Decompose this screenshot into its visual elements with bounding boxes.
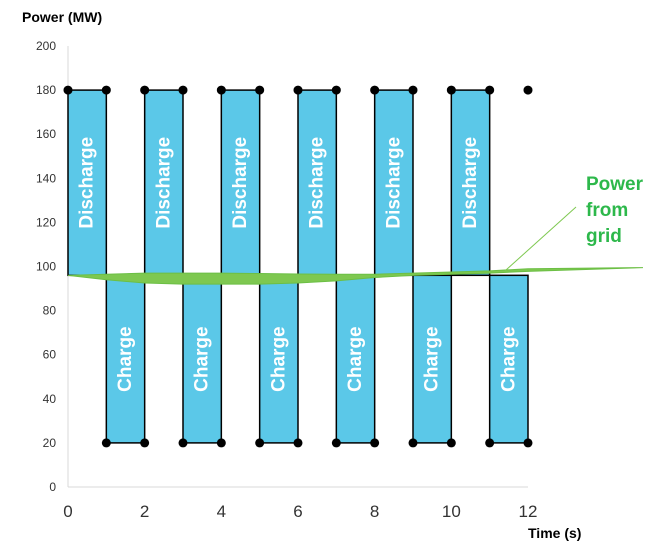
y-axis-title: Power (MW): [22, 9, 102, 25]
y-tick-label: 80: [43, 304, 57, 318]
marker-dot: [293, 85, 303, 95]
discharge-bar: [373, 89, 414, 277]
annotation-leader-line: [504, 206, 577, 272]
charge-bar: [412, 274, 453, 444]
marker-dot: [178, 85, 188, 95]
discharge-bar-label: Discharge: [153, 137, 174, 229]
discharge-bar: [67, 89, 108, 277]
marker-dot: [216, 438, 226, 448]
annotation-layer: Power from grid: [504, 174, 644, 272]
discharge-bar-label: Discharge: [230, 137, 251, 229]
bars-layer: Discharge Discharge Discharge Discharge Disc…: [67, 89, 529, 444]
x-tick-label: 4: [217, 502, 226, 521]
power-from-grid-band: [67, 267, 644, 285]
marker-dot: [178, 438, 188, 448]
marker-dot: [101, 85, 111, 95]
discharge-bar: [220, 89, 261, 277]
marker-dot: [140, 438, 150, 448]
discharge-bar: [297, 89, 338, 277]
marker-dot: [485, 85, 495, 95]
marker-dot: [331, 85, 341, 95]
x-tick-label: 2: [140, 502, 149, 521]
marker-dot: [370, 438, 380, 448]
charge-bar: [182, 274, 223, 444]
y-tick-label: 0: [49, 480, 56, 494]
x-tick-label: 0: [63, 502, 72, 521]
marker-dot: [408, 438, 418, 448]
x-tick-label: 6: [293, 502, 302, 521]
y-tick-label: 120: [36, 215, 56, 229]
y-tick-label: 60: [43, 348, 57, 362]
annotation-text-line: from: [586, 200, 628, 221]
discharge-bar-label: Discharge: [307, 137, 328, 229]
marker-dot: [446, 85, 456, 95]
marker-dot: [293, 438, 303, 448]
marker-dot: [216, 85, 226, 95]
discharge-bar-label: Discharge: [77, 137, 98, 229]
marker-dot: [63, 85, 73, 95]
annotation-text-line: Power: [586, 174, 644, 195]
discharge-bar-label: Discharge: [383, 137, 404, 229]
charge-bar: [258, 274, 299, 444]
charge-bar-label: Charge: [115, 326, 136, 391]
x-tick-labels: 0 2 4 6 8 10 12: [63, 502, 537, 521]
marker-dots-layer: [63, 85, 533, 448]
marker-dot: [255, 438, 265, 448]
discharge-bar-label: Discharge: [460, 137, 481, 229]
marker-dot: [408, 85, 418, 95]
x-tick-label: 12: [519, 502, 538, 521]
x-tick-label: 10: [442, 502, 461, 521]
y-tick-label: 180: [36, 83, 56, 97]
marker-dot: [370, 85, 380, 95]
charge-bar-label: Charge: [498, 326, 519, 391]
y-tick-labels: 0 20 40 60 80 100 120 140 160 180 200: [36, 39, 56, 494]
grid-power-band-layer: [67, 267, 644, 285]
x-tick-label: 8: [370, 502, 379, 521]
y-tick-label: 40: [43, 392, 57, 406]
marker-dot: [331, 438, 341, 448]
annotation-text-line: grid: [586, 226, 622, 247]
marker-dot: [101, 438, 111, 448]
x-axis-title: Time (s): [528, 525, 581, 541]
y-tick-label: 200: [36, 39, 56, 53]
marker-dot: [485, 438, 495, 448]
charge-bar-label: Charge: [268, 326, 289, 391]
charge-bar-label: Charge: [345, 326, 366, 391]
marker-dot: [446, 438, 456, 448]
marker-dot: [523, 85, 533, 95]
y-tick-label: 100: [36, 260, 56, 274]
marker-dot: [523, 438, 533, 448]
charge-bar: [488, 274, 529, 444]
charge-bar-label: Charge: [422, 326, 443, 391]
discharge-bar: [450, 89, 491, 277]
y-tick-label: 140: [36, 171, 56, 185]
y-tick-label: 160: [36, 127, 56, 141]
charge-bar-label: Charge: [192, 326, 213, 391]
discharge-bar: [143, 89, 184, 277]
charge-bar: [105, 274, 146, 444]
marker-dot: [255, 85, 265, 95]
marker-dot: [140, 85, 150, 95]
y-tick-label: 20: [43, 436, 57, 450]
